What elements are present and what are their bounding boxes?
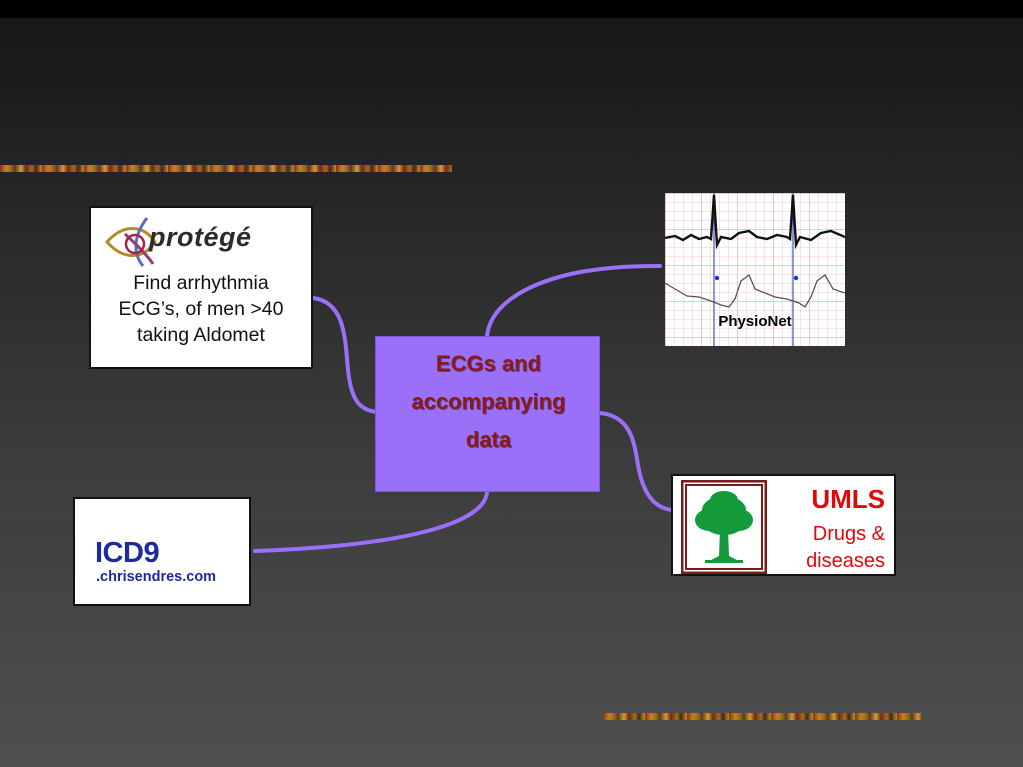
ecg-trace-icon <box>665 193 845 346</box>
physionet-label: PhysioNet <box>718 313 792 330</box>
umls-title: UMLS <box>811 484 885 514</box>
tree-icon <box>681 480 767 574</box>
protege-node: protégé Find arrhythmia ECG’s, of men >4… <box>89 206 313 369</box>
protege-logo-text: protégé <box>149 222 252 252</box>
center-label-line: ECGs and <box>435 351 542 376</box>
center-label-line: data <box>465 427 512 452</box>
protege-caption-line: ECG’s, of men >40 <box>118 298 284 320</box>
protege-caption: Find arrhythmia ECG’s, of men >40 taking… <box>95 270 307 348</box>
connector-protege <box>311 296 379 414</box>
icd9-title: ICD9 <box>95 537 160 569</box>
physionet-node: PhysioNet <box>665 193 845 346</box>
protege-logo-icon <box>104 217 157 267</box>
center-node: ECGs and accompanying data <box>375 336 600 492</box>
icd9-node: ICD9 .chrisendres.com <box>73 497 251 606</box>
icd9-subtitle: .chrisendres.com <box>96 569 217 585</box>
umls-subtitle: Drugs & diseases <box>775 521 885 575</box>
connector-physionet <box>485 264 662 338</box>
umls-subtitle-line: diseases <box>806 550 885 572</box>
connector-umls <box>598 411 674 512</box>
decorative-stripe-top <box>0 165 452 172</box>
connector-icd <box>253 490 489 553</box>
center-label: ECGs and accompanying data <box>376 345 601 459</box>
decorative-stripe-bottom <box>603 713 921 720</box>
top-bar <box>0 0 1023 18</box>
umls-node: UMLS Drugs & diseases <box>671 474 896 576</box>
umls-subtitle-line: Drugs & <box>812 523 885 545</box>
center-label-line: accompanying <box>411 389 566 414</box>
protege-caption-line: Find arrhythmia <box>133 272 269 294</box>
protege-caption-line: taking Aldomet <box>137 324 265 346</box>
